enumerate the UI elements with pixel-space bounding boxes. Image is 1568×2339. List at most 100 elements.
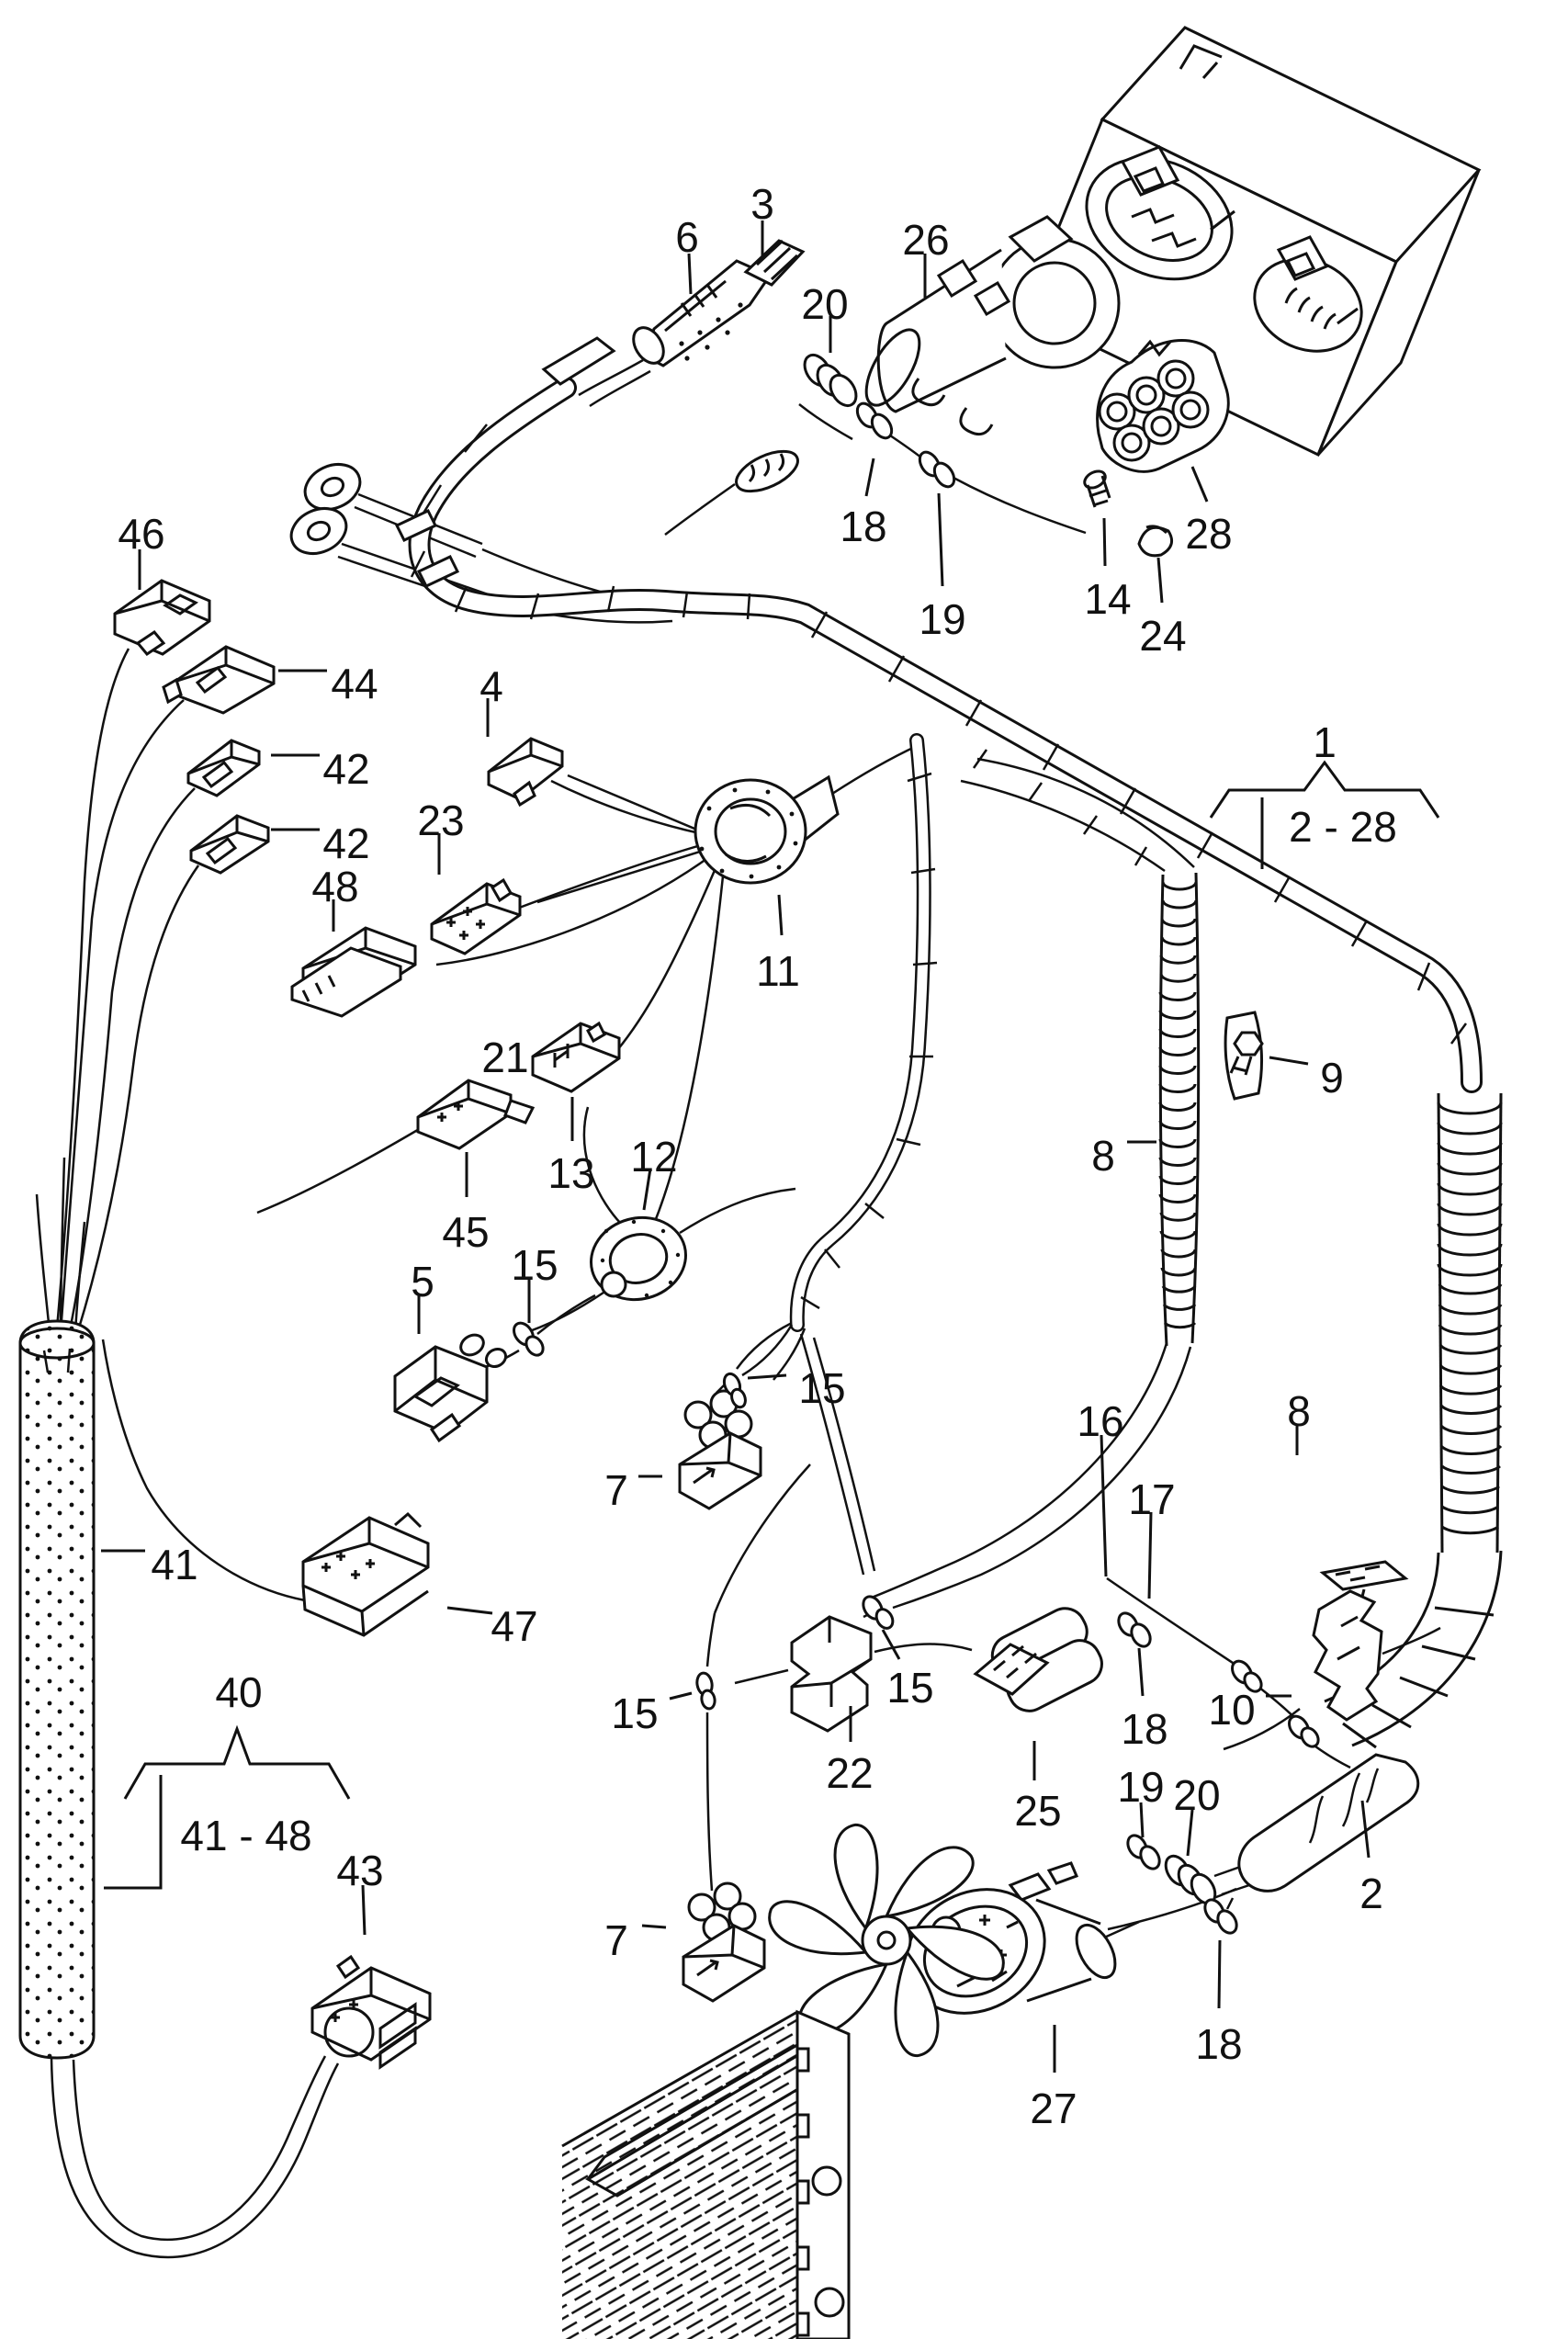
callout-19-5: 19 bbox=[919, 595, 965, 643]
group-1-label: 1 bbox=[1313, 718, 1337, 766]
callout-14-6: 14 bbox=[1084, 575, 1131, 623]
connector-21-13 bbox=[531, 1021, 621, 1093]
seal-15-d bbox=[862, 1595, 895, 1630]
seal-19-top bbox=[918, 450, 956, 489]
connector-42-upper bbox=[186, 739, 261, 797]
callout-8-27: 8 bbox=[1287, 1387, 1311, 1435]
callout-leader-19 bbox=[1139, 1802, 1145, 1838]
cap-24 bbox=[1137, 525, 1174, 558]
seal-18-mid bbox=[1117, 1611, 1152, 1648]
cable-to-43 bbox=[50, 2055, 340, 2259]
callout-10-41: 10 bbox=[1208, 1686, 1255, 1734]
sensor-cable-sleeve bbox=[541, 336, 616, 386]
seal-19-bottom bbox=[1126, 1834, 1161, 1870]
connector-47 bbox=[101, 1339, 430, 1637]
callout-leader-18 bbox=[1137, 1647, 1145, 1697]
connector-23 bbox=[430, 877, 522, 955]
callout-23-14: 23 bbox=[417, 797, 464, 844]
callout-leader-17 bbox=[1147, 1511, 1153, 1599]
callout-42-12: 42 bbox=[322, 745, 369, 793]
callout-26-2: 26 bbox=[902, 216, 949, 264]
callout-25-34: 25 bbox=[1014, 1787, 1061, 1835]
callout-21-17: 21 bbox=[481, 1034, 528, 1081]
callout-42-13: 42 bbox=[322, 819, 369, 867]
harness-main-band bbox=[408, 377, 1483, 1093]
callout-leader-12 bbox=[642, 1168, 652, 1211]
callout-45-20: 45 bbox=[442, 1208, 489, 1256]
box-oval-socket-large bbox=[1085, 145, 1235, 281]
callout-43-44: 43 bbox=[336, 1847, 383, 1894]
seal-18-bottom bbox=[1203, 1898, 1238, 1935]
connector-44 bbox=[162, 645, 276, 715]
callout-leader-24 bbox=[1156, 557, 1164, 604]
callout-11-16: 11 bbox=[756, 947, 800, 995]
connector-5 bbox=[393, 1333, 508, 1443]
radiator-fan bbox=[561, 1823, 1005, 2339]
radiator-core bbox=[562, 2012, 797, 2339]
callout-18-35: 18 bbox=[1121, 1705, 1168, 1753]
callout-leader-2 bbox=[1360, 1800, 1371, 1859]
callout-leader-6 bbox=[687, 253, 693, 295]
seal-15-c bbox=[695, 1671, 716, 1711]
callout-leader-16 bbox=[1100, 1434, 1108, 1577]
connector-25 bbox=[973, 1607, 1103, 1712]
connector-48 bbox=[290, 926, 417, 1018]
callout-leader-14 bbox=[1102, 517, 1107, 567]
callout-46-9: 46 bbox=[118, 510, 164, 558]
callout-13-18: 13 bbox=[547, 1149, 594, 1197]
callout-leader-11 bbox=[777, 894, 784, 936]
callout-leader-7 bbox=[641, 1924, 667, 1929]
callout-15-32: 15 bbox=[886, 1664, 933, 1712]
clip-10 bbox=[1312, 1560, 1409, 1722]
seal-20-top bbox=[803, 353, 858, 408]
grommet-11 bbox=[694, 774, 840, 885]
connector-28 bbox=[1096, 339, 1230, 473]
callout-18-4: 18 bbox=[840, 503, 886, 550]
callout-7-31: 7 bbox=[604, 1916, 628, 1964]
group-40-label: 40 bbox=[215, 1668, 262, 1716]
callout-3-1: 3 bbox=[750, 180, 774, 228]
callout-44-10: 44 bbox=[331, 660, 378, 707]
connector-43 bbox=[310, 1954, 432, 2070]
connector-46 bbox=[113, 579, 211, 656]
seal-20-bottom bbox=[1164, 1854, 1217, 1905]
corrugated-tube-8-centre bbox=[1158, 872, 1201, 1347]
control-unit-box bbox=[1022, 26, 1482, 458]
callout-27-40: 27 bbox=[1030, 2085, 1077, 2132]
connector-7-lower bbox=[682, 1881, 766, 2003]
callout-22-33: 22 bbox=[826, 1749, 873, 1797]
callout-16-25: 16 bbox=[1077, 1397, 1123, 1445]
seal-18-top bbox=[855, 401, 894, 440]
ring-terminals bbox=[289, 462, 460, 588]
box-oval-socket-small bbox=[1253, 235, 1363, 353]
callout-leader-15 bbox=[747, 1373, 787, 1380]
tape-hatching bbox=[410, 424, 1468, 1310]
callout-15-21: 15 bbox=[511, 1241, 558, 1289]
group-bracket-40: 40 41 - 48 bbox=[104, 1668, 351, 1890]
callout-leader-18 bbox=[1217, 1939, 1222, 2009]
callout-7-29: 7 bbox=[604, 1466, 628, 1514]
bolt-14 bbox=[1083, 469, 1111, 508]
callout-48-15: 48 bbox=[311, 863, 358, 910]
fan bbox=[768, 1823, 1005, 2058]
foam-sleeve-41 bbox=[18, 1157, 96, 2060]
callout-leader-19 bbox=[937, 492, 944, 587]
callout-5-22: 5 bbox=[411, 1258, 434, 1305]
seal-16-wire bbox=[1231, 1659, 1320, 1748]
seal-15-a bbox=[513, 1321, 545, 1357]
connector-26 bbox=[864, 215, 1121, 436]
connector-45 bbox=[416, 1079, 536, 1150]
callout-15-30: 15 bbox=[611, 1689, 658, 1737]
callout-47-43: 47 bbox=[491, 1602, 537, 1650]
callout-28-8: 28 bbox=[1185, 510, 1232, 558]
callout-leader-47 bbox=[446, 1606, 493, 1615]
group-1-range: 2 - 28 bbox=[1289, 803, 1397, 851]
callout-20-37: 20 bbox=[1173, 1771, 1220, 1819]
group-bracket-1: 1 2 - 28 bbox=[1209, 718, 1440, 869]
callout-leader-18 bbox=[864, 458, 875, 497]
connector-7-upper bbox=[678, 1389, 762, 1510]
callout-leader-9 bbox=[1269, 1056, 1309, 1066]
